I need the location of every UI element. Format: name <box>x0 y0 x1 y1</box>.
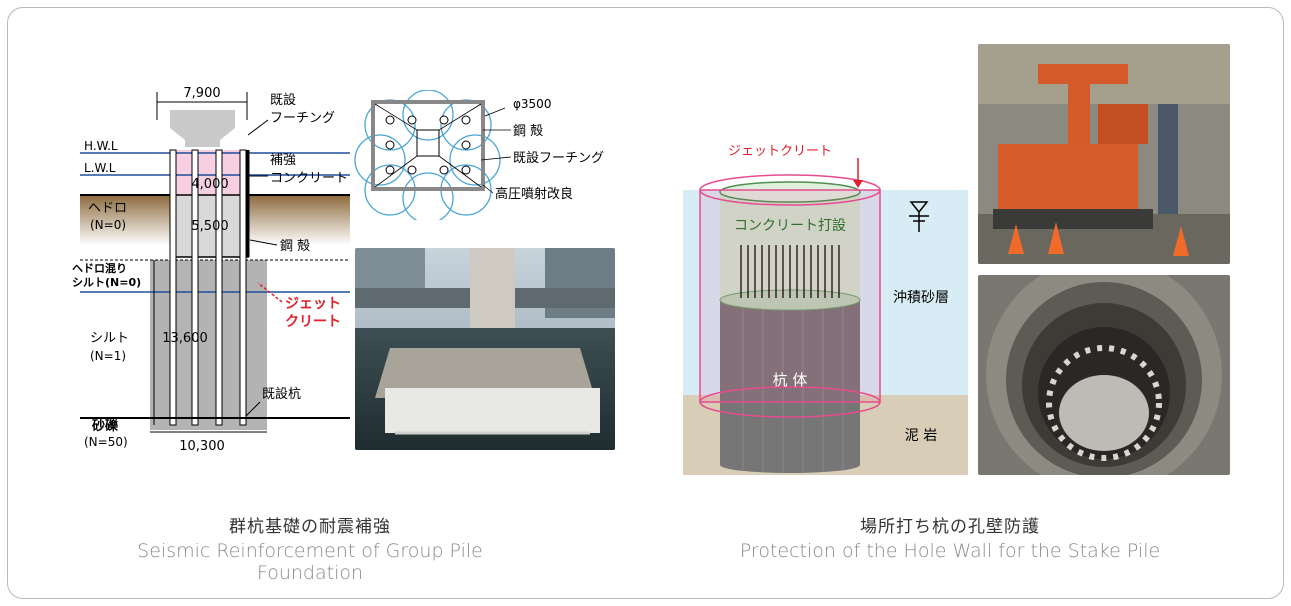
jet-label-2: クリート <box>285 314 341 330</box>
content-frame <box>7 7 1284 599</box>
dim-5500-label: 5,500 <box>191 219 228 234</box>
pile-section-diagram: 7,900 10,300 4,000 5,500 13,600 H.W.L L. <box>72 86 350 454</box>
existing-footing-label-1: 既設 <box>270 92 296 108</box>
jet-grout-circles <box>354 90 501 220</box>
hedoro-mix-label-1: ヘドロ混り <box>72 261 127 275</box>
plan-steel-label: 鋼 殻 <box>513 124 543 139</box>
pile-body-label: 杭 体 <box>773 371 808 389</box>
reinforce-label-1: 補強 <box>270 153 296 168</box>
jetcrete-casing <box>699 189 881 403</box>
dim-top-label: 7,900 <box>183 86 220 101</box>
concrete-casting-label: コンクリート打設 <box>734 217 846 234</box>
existing-pile-label: 既設杭 <box>262 386 301 402</box>
gravel-n-label: (N=50) <box>84 435 128 449</box>
pile-machine-photo <box>978 44 1230 264</box>
existing-footing-shape <box>170 110 235 147</box>
reinforce-label-2: コンクリート <box>270 171 348 186</box>
right-caption-jp: 場所打ち杭の孔壁防護 <box>860 517 1040 537</box>
hedoro-label: ヘドロ <box>88 201 127 216</box>
right-caption-en: Protection of the Hole Wall for the Stak… <box>739 540 1161 562</box>
hedoro-mix-label-2: シルト(N=0) <box>72 276 141 289</box>
footing-photo <box>355 248 615 450</box>
plan-phi-label: φ3500 <box>513 97 551 111</box>
existing-piles <box>169 149 247 426</box>
silt-n-label: (N=1) <box>90 349 126 363</box>
steel-shell-label: 鋼 殻 <box>280 239 310 254</box>
reinforce-concrete <box>173 150 248 195</box>
hedoro-n-label: (N=0) <box>90 218 126 232</box>
hole-wall-photo <box>978 275 1230 475</box>
left-caption-jp: 群杭基礎の耐震補強 <box>229 517 391 537</box>
plan-center-block <box>416 129 440 157</box>
silt-label: シルト <box>90 331 129 346</box>
dim-bottom-label: 10,300 <box>179 439 225 454</box>
dim-4000-label: 4,000 <box>191 177 228 192</box>
gravel-label: 砂礫 <box>91 418 119 434</box>
jetcrete-label: ジェットクリート <box>728 144 832 159</box>
alluvial-sand-label: 沖積砂層 <box>893 290 949 306</box>
plan-jet-label: 高圧噴射改良 <box>495 186 573 202</box>
rebar-lines <box>740 245 840 298</box>
dim-13600-label: 13,600 <box>162 331 208 346</box>
jet-label-1: ジェット <box>285 296 341 312</box>
stake-pile-diagram: ジェットクリート コンクリート打設 沖積砂層 杭 体 泥 岩 <box>683 144 968 475</box>
left-caption-en: Seismic Reinforcement of Group Pile Foun… <box>137 540 483 584</box>
hwl-label: H.W.L <box>84 139 118 153</box>
mudstone-label: 泥 岩 <box>905 428 937 444</box>
water-level-icon <box>909 201 929 232</box>
plan-piles <box>385 115 471 175</box>
pile-body <box>720 300 860 465</box>
existing-footing-label-2: フーチング <box>270 111 335 126</box>
pile-plan-diagram: φ3500 鋼 殻 既設フーチング 高圧噴射改良 <box>354 90 604 220</box>
plan-steel-shell <box>371 100 485 191</box>
plan-footing-label: 既設フーチング <box>513 150 604 166</box>
lwl-label: L.W.L <box>84 161 116 175</box>
